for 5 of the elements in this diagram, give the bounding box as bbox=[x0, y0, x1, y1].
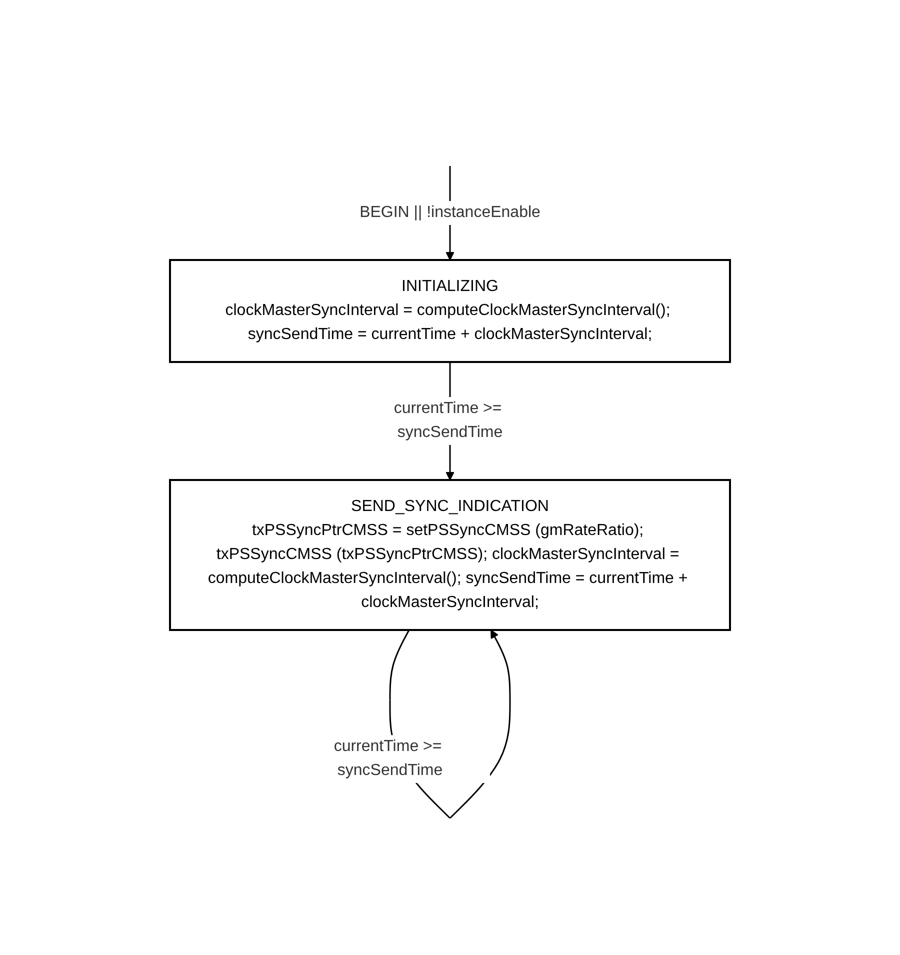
node-box: INITIALIZING clockMasterSyncInterval = computeClockMasterSyncInterval(); syncSendTime = currentTime + clockMasterSyncInterval; bbox=[169, 259, 731, 364]
edge-label: BEGIN || !instanceEnable bbox=[360, 204, 540, 222]
edge-label: currentTime >= syncSendTime bbox=[334, 738, 443, 780]
node-box: SEND_SYNC_INDICATION txPSSyncPtrCMSS = setPSSyncCMSS (gmRateRatio); txPSSyncCMSS (txPSSyncPtrCMSS); clockMasterSyncInterval = computeClockMasterSyncInterval(); syncSendTime = currentTime + clockMasterSyncInterval; bbox=[169, 479, 731, 632]
edge-label: currentTime >= syncSendTime bbox=[394, 400, 503, 442]
